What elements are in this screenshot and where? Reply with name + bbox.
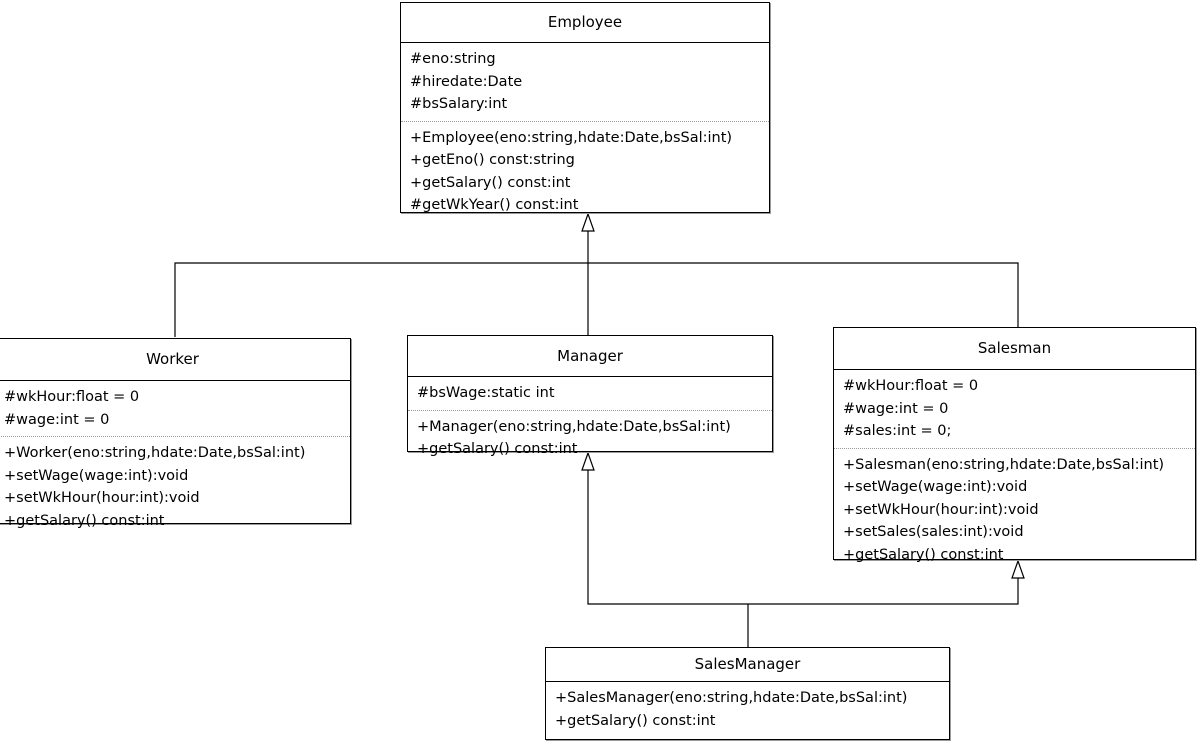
class-name-worker: Worker xyxy=(0,339,350,381)
class-box-employee[interactable]: Employee #eno:string #hiredate:Date #bsS… xyxy=(400,2,770,213)
attribute-item: #eno:string xyxy=(410,51,496,67)
operation-item: +getSalary() const:int xyxy=(410,174,571,191)
operation-item: +Manager(eno:string,hdate:Date,bsSal:int… xyxy=(417,418,731,435)
operation-item: +getSalary() const:int xyxy=(843,546,1004,563)
operation-item: +getSalary() const:int xyxy=(4,512,165,529)
operation-item: +getSalary() const:int xyxy=(417,441,578,457)
operation-item: +getEno() const:string xyxy=(410,152,575,168)
operations-compartment-worker: +Worker(eno:string,hdate:Date,bsSal:int)… xyxy=(0,437,350,537)
attribute-item: #wage:int = 0 xyxy=(4,411,110,428)
operation-item: +setWage(wage:int):void xyxy=(4,467,189,484)
operation-item: +Employee(eno:string,hdate:Date,bsSal:in… xyxy=(410,129,733,146)
attribute-item: #wkHour:float = 0 xyxy=(4,389,140,405)
attributes-compartment-worker: #wkHour:float = 0 #wage:int = 0 xyxy=(0,381,350,437)
attribute-item: #bsWage:static int xyxy=(417,385,555,401)
class-box-salesman[interactable]: Salesman #wkHour:float = 0 #wage:int = 0… xyxy=(833,327,1196,563)
attributes-compartment-manager: #bsWage:static int xyxy=(408,377,772,411)
operation-item: +getSalary() const:int xyxy=(555,712,716,729)
operations-compartment-manager: +Manager(eno:string,hdate:Date,bsSal:int… xyxy=(408,411,772,466)
operation-item: +setWkHour(hour:int):void xyxy=(4,490,200,506)
operation-item: #getWkYear() const:int xyxy=(410,197,579,213)
operations-compartment-salesman: +Salesman(eno:string,hdate:Date,bsSal:in… xyxy=(834,449,1195,572)
operation-item: +Salesman(eno:string,hdate:Date,bsSal:in… xyxy=(843,456,1165,473)
operations-compartment-salesmanager: +SalesManager(eno:string,hdate:Date,bsSa… xyxy=(546,682,949,737)
attributes-compartment-employee: #eno:string #hiredate:Date #bsSalary:int xyxy=(401,43,769,122)
attributes-compartment-salesman: #wkHour:float = 0 #wage:int = 0 #sales:i… xyxy=(834,370,1195,449)
class-box-worker[interactable]: Worker #wkHour:float = 0 #wage:int = 0 +… xyxy=(0,338,351,529)
class-name-salesman: Salesman xyxy=(834,328,1195,370)
operation-item: +setWkHour(hour:int):void xyxy=(843,501,1039,518)
class-name-manager: Manager xyxy=(408,336,772,377)
operation-item: +setSales(sales:int):void xyxy=(843,524,1024,540)
operation-item: +setWage(wage:int):void xyxy=(843,479,1028,495)
attribute-item: #bsSalary:int xyxy=(410,96,508,112)
operation-item: +SalesManager(eno:string,hdate:Date,bsSa… xyxy=(555,690,908,706)
attribute-item: #hiredate:Date xyxy=(410,73,523,90)
operations-compartment-employee: +Employee(eno:string,hdate:Date,bsSal:in… xyxy=(401,122,769,222)
operation-item: +Worker(eno:string,hdate:Date,bsSal:int) xyxy=(4,445,306,461)
generalization-employee-bus xyxy=(174,228,1019,337)
attribute-item: #wage:int = 0 xyxy=(843,400,949,417)
class-box-salesmanager[interactable]: SalesManager +SalesManager(eno:string,hd… xyxy=(545,647,950,740)
class-name-employee: Employee xyxy=(401,3,769,43)
class-box-manager[interactable]: Manager #bsWage:static int +Manager(eno:… xyxy=(407,335,773,457)
attribute-item: #sales:int = 0; xyxy=(843,423,952,439)
attribute-item: #wkHour:float = 0 xyxy=(843,378,979,394)
class-name-salesmanager: SalesManager xyxy=(546,648,949,682)
